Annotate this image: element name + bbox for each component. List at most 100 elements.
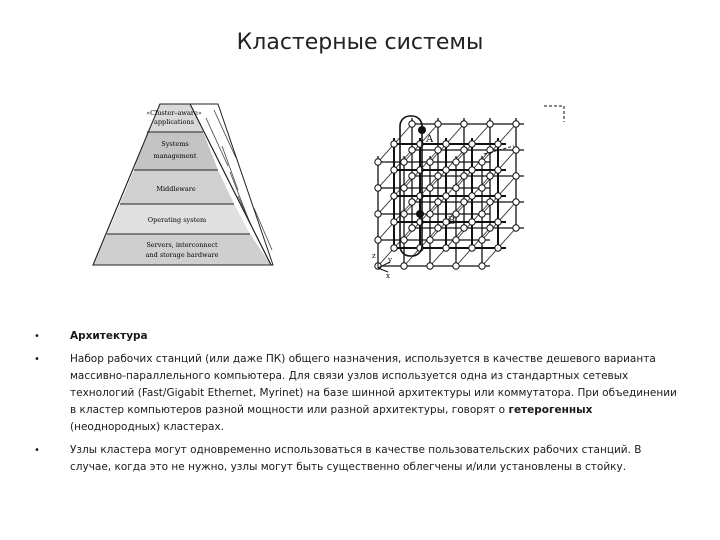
- mesh-node: [390, 166, 398, 174]
- axis-label-z: z: [372, 252, 376, 260]
- axis-label-x: x: [386, 272, 390, 280]
- axis-line: [377, 261, 391, 269]
- node-a-marker: [418, 126, 426, 134]
- mesh-node: [512, 172, 520, 180]
- mesh-node: [426, 158, 434, 166]
- axis-line: [377, 267, 389, 273]
- layer-label-hw-1: Servers, interconnect: [146, 241, 218, 249]
- mesh-node: [442, 218, 450, 226]
- mesh-node: [426, 236, 434, 244]
- mesh-node: [408, 198, 416, 206]
- layer-label-hw-2: and storage hardware: [146, 251, 219, 259]
- mesh-node: [486, 224, 494, 232]
- mesh-node: [452, 236, 460, 244]
- mesh-node: [468, 192, 476, 200]
- bullet-marker: •: [34, 331, 40, 342]
- mesh-node: [426, 184, 434, 192]
- mesh-node: [434, 224, 442, 232]
- bullet-text: Набор рабочих станций (или даже ПК) обще…: [70, 353, 677, 416]
- mesh-node: [400, 236, 408, 244]
- mesh-node: [390, 244, 398, 252]
- bullet-item: • Архитектура: [34, 328, 684, 345]
- bullet-marker: •: [34, 445, 40, 456]
- mesh-node: [400, 184, 408, 192]
- mesh-node: [486, 172, 494, 180]
- mesh-node: [434, 198, 442, 206]
- mesh-node: [478, 262, 486, 270]
- mesh-node: [434, 120, 442, 128]
- mesh-node: [390, 192, 398, 200]
- axis-label-y: y: [387, 256, 392, 264]
- mesh-node: [434, 146, 442, 154]
- mesh-node: [452, 262, 460, 270]
- mesh-node: [478, 236, 486, 244]
- mesh-node: [374, 236, 382, 244]
- mesh-node: [442, 244, 450, 252]
- node-label-a: A: [425, 134, 434, 145]
- mesh-node: [400, 158, 408, 166]
- mesh-node: [374, 158, 382, 166]
- mesh-node: [468, 244, 476, 252]
- mesh-node: [478, 158, 486, 166]
- mesh-node: [460, 146, 468, 154]
- layer-label-apps-1: «Cluster–aware»: [146, 109, 202, 117]
- mesh-node: [442, 166, 450, 174]
- mesh-node: [374, 210, 382, 218]
- mesh-node: [478, 184, 486, 192]
- mesh-node: [512, 224, 520, 232]
- layer-label-os: Operating system: [148, 216, 206, 224]
- mesh-node: [512, 120, 520, 128]
- bullet-heading: Архитектура: [70, 330, 148, 342]
- mesh-node: [452, 184, 460, 192]
- mesh-node: [494, 140, 502, 148]
- mesh-node: [468, 166, 476, 174]
- mesh-node: [408, 172, 416, 180]
- mesh-node: [452, 158, 460, 166]
- mesh-node: [374, 184, 382, 192]
- layer-label-middleware: Middleware: [156, 185, 196, 193]
- mesh-node: [460, 172, 468, 180]
- mesh-node: [468, 140, 476, 148]
- mesh-node: [494, 218, 502, 226]
- mesh-node: [452, 210, 460, 218]
- mesh-node: [442, 140, 450, 148]
- mesh-node: [478, 210, 486, 218]
- mesh-node: [512, 198, 520, 206]
- bullet-list: • Архитектура • Набор рабочих станций (и…: [34, 328, 684, 482]
- mesh-node: [426, 210, 434, 218]
- layer-label-sysmgmt-2: management: [154, 152, 197, 160]
- mesh-node: [442, 192, 450, 200]
- mesh-node: [512, 146, 520, 154]
- mesh-node: [460, 198, 468, 206]
- node-label-b: B: [448, 216, 455, 227]
- mesh-node: [400, 262, 408, 270]
- dashed-boundary: [544, 105, 565, 122]
- mesh-node: [460, 224, 468, 232]
- bullet-item: • Узлы кластера могут одновременно испол…: [34, 442, 684, 476]
- mesh-node: [460, 120, 468, 128]
- mesh-node: [426, 262, 434, 270]
- cluster-stack-pyramid: «Cluster–aware» applications Systems man…: [92, 103, 274, 266]
- bullet-text: (неоднородных) кластерах.: [70, 421, 225, 433]
- layer-label-apps-2: applications: [154, 118, 194, 126]
- bullet-marker: •: [34, 354, 40, 365]
- mesh-node: [494, 192, 502, 200]
- mesh-node: [486, 120, 494, 128]
- mesh-node: [494, 166, 502, 174]
- mesh-node: [400, 210, 408, 218]
- mesh-node: [390, 218, 398, 226]
- route-path: [483, 145, 515, 155]
- mesh-node: [494, 244, 502, 252]
- wraparound-link: [399, 115, 423, 257]
- mesh-node: [408, 224, 416, 232]
- mesh-node: [408, 120, 416, 128]
- node-b-marker: [416, 210, 424, 218]
- slide-title: Кластерные системы: [236, 30, 484, 55]
- mesh-node: [434, 172, 442, 180]
- mesh-node: [390, 140, 398, 148]
- bullet-item: • Набор рабочих станций (или даже ПК) об…: [34, 351, 684, 436]
- bullet-text: Узлы кластера могут одновременно использ…: [70, 444, 642, 473]
- mesh-node: [486, 198, 494, 206]
- mesh-topology-diagram: A Bz yx: [372, 105, 565, 280]
- layer-label-sysmgmt-1: Systems: [161, 140, 188, 148]
